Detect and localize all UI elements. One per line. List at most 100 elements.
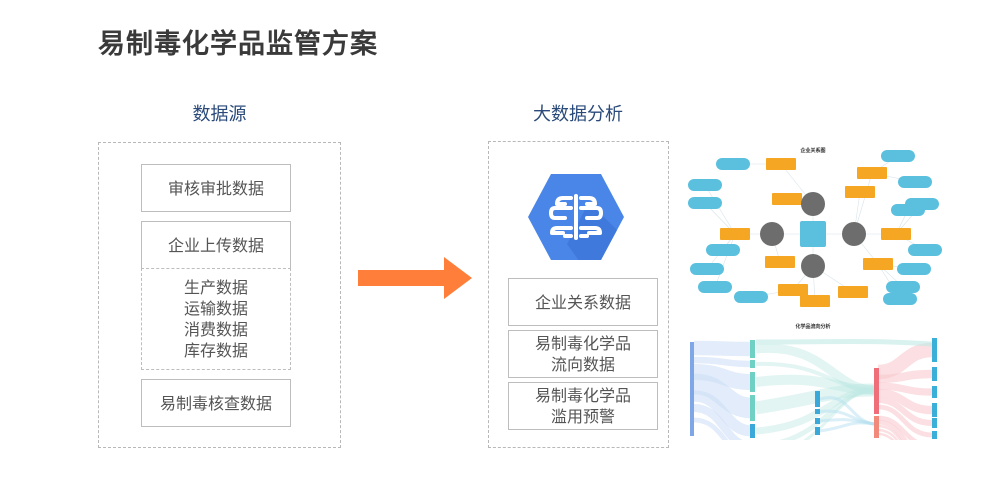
sankey-node — [874, 368, 879, 414]
graph-leaf-node — [891, 204, 925, 216]
graph-leaf-node — [883, 293, 917, 305]
sankey-node — [750, 424, 755, 438]
analysis-line: 易制毒化学品 — [534, 386, 631, 405]
data-source-line: 运输数据 — [183, 299, 248, 318]
flow-arrow-icon — [358, 257, 472, 299]
sankey-link — [819, 421, 875, 433]
data-source-container — [98, 142, 341, 448]
graph-hub-node — [760, 222, 784, 246]
graph-leaf-node — [734, 291, 768, 303]
sankey-node — [932, 367, 937, 381]
analysis-container — [488, 141, 669, 448]
sankey-node — [874, 416, 879, 438]
graph-link-node — [778, 284, 808, 296]
data-source-label: 审核审批数据 — [167, 178, 264, 198]
analysis-heading: 大数据分析 — [533, 104, 623, 125]
data-source-label: 企业上传数据 — [167, 235, 264, 255]
flow-chart-title: 化学品流向分析 — [795, 323, 830, 330]
sankey-node — [932, 386, 937, 398]
graph-leaf-node — [886, 281, 920, 293]
arrow-shape — [358, 257, 472, 299]
sankey-link — [877, 404, 933, 438]
sankey-node — [815, 409, 820, 414]
sankey-link — [877, 382, 933, 396]
sankey-link — [755, 374, 875, 395]
data-source-heading: 数据源 — [192, 104, 247, 125]
sankey-link — [755, 386, 875, 435]
graph-leaf-node — [690, 263, 724, 275]
data-source-item: 审核审批数据 — [141, 164, 291, 212]
analysis-line: 企业关系数据 — [534, 292, 631, 312]
analysis-line: 流向数据 — [550, 355, 615, 374]
graph-leaf-node — [908, 244, 942, 256]
graph-link-node — [720, 228, 750, 240]
graph-link-node — [881, 228, 911, 240]
relation-graph-title: 企业关系图 — [799, 147, 825, 154]
sankey-node — [932, 418, 937, 428]
analysis-line: 易制毒化学品 — [534, 334, 631, 353]
sankey-link — [778, 387, 875, 440]
sankey-link — [877, 424, 903, 440]
graph-hub-node — [801, 254, 825, 278]
graph-hub-node — [801, 192, 825, 216]
sankey-node — [932, 338, 937, 362]
sankey-node — [750, 372, 755, 392]
graph-leaf-node — [706, 244, 740, 256]
sankey-node — [750, 395, 755, 421]
graph-link-node — [765, 256, 795, 268]
graph-link-node — [772, 193, 802, 205]
analysis-item: 易制毒化学品 滥用预警 — [508, 382, 658, 430]
sankey-link — [877, 397, 933, 426]
sankey-link — [877, 432, 895, 440]
analysis-item: 企业关系数据 — [508, 278, 658, 326]
graph-link-node — [845, 186, 875, 198]
sankey-link — [803, 388, 875, 440]
sankey-node — [932, 403, 937, 417]
graph-center-node — [800, 221, 826, 247]
graph-link-node — [800, 295, 830, 307]
sankey-link — [877, 369, 933, 384]
data-source-item: 企业上传数据 — [141, 221, 291, 269]
data-source-line: 生产数据 — [183, 278, 248, 297]
graph-link-node — [857, 167, 887, 179]
graph-leaf-node — [688, 197, 722, 209]
data-source-label: 易制毒核查数据 — [159, 393, 272, 413]
data-source-group: 生产数据 运输数据 消费数据 库存数据 — [141, 268, 291, 370]
sankey-link — [693, 404, 744, 440]
brain-hexagon-icon — [528, 174, 624, 260]
sankey-node — [815, 391, 820, 407]
sankey-node — [750, 360, 755, 368]
page-title: 易制毒化学品监管方案 — [98, 29, 378, 60]
sankey-link — [877, 415, 918, 440]
sankey-link — [693, 364, 753, 390]
sankey-node — [815, 418, 820, 424]
graph-leaf-node — [698, 281, 732, 293]
sankey-link — [693, 390, 753, 437]
sankey-node — [750, 340, 755, 358]
graph-link-node — [863, 258, 893, 270]
flow-sankey-chart: 化学品流向分析 — [690, 323, 937, 440]
sankey-link — [755, 339, 933, 347]
sankey-link — [693, 373, 753, 419]
relation-graph: 企业关系图 — [688, 147, 942, 307]
graph-link-node — [838, 286, 868, 298]
analysis-line: 滥用预警 — [550, 407, 615, 426]
data-source-line: 库存数据 — [183, 341, 248, 360]
graph-hub-node — [842, 222, 866, 246]
graph-leaf-node — [716, 158, 750, 170]
sankey-link — [877, 419, 908, 440]
sankey-link — [693, 417, 729, 440]
sankey-link — [755, 343, 875, 395]
sankey-link — [877, 342, 933, 380]
graph-leaf-node — [688, 179, 722, 191]
graph-leaf-node — [897, 263, 931, 275]
sankey-link — [693, 340, 753, 357]
brain-icon — [549, 194, 603, 240]
data-source-line: 消费数据 — [183, 320, 248, 339]
sankey-link — [754, 383, 875, 415]
sankey-node — [932, 431, 937, 439]
sankey-link — [877, 388, 933, 415]
sankey-link — [693, 356, 753, 368]
graph-link-node — [766, 158, 796, 170]
data-source-item: 易制毒核查数据 — [141, 379, 291, 427]
